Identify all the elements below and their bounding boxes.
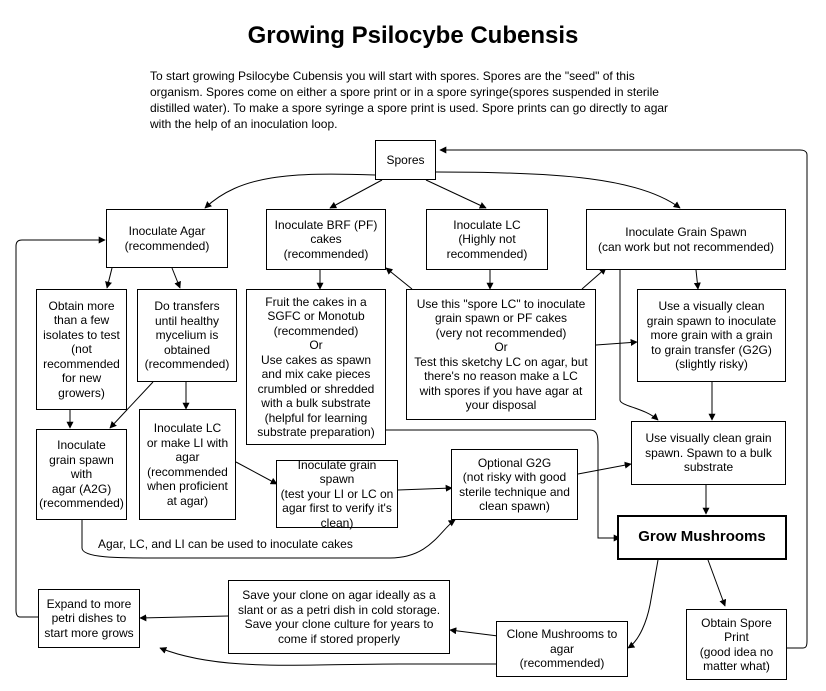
arrow-optional-bulk bbox=[577, 461, 632, 475]
arrow-agar-transfers bbox=[171, 267, 181, 289]
node-inoculate-lc: Inoculate LC (Highly not recommended) bbox=[426, 209, 548, 270]
node-lc-li: Inoculate LC or make LI with agar (recom… bbox=[139, 409, 236, 520]
arrow-fruit-grow bbox=[385, 429, 621, 542]
label-cakes-note: Agar, LC, and LI can be used to inoculat… bbox=[98, 537, 353, 551]
arrow-cakes-optional bbox=[81, 519, 456, 559]
node-spores: Spores bbox=[375, 140, 436, 180]
arrow-grain-bulk bbox=[619, 270, 659, 421]
arrow-expand-agar bbox=[15, 236, 106, 618]
node-spawn-bulk: Use visually clean grain spawn. Spawn to… bbox=[631, 421, 786, 485]
arrow-grain-g2g bbox=[693, 269, 701, 290]
node-expand-dishes: Expand to more petri dishes to start mor… bbox=[38, 589, 140, 648]
node-spore-lc: Use this "spore LC" to inoculate grain s… bbox=[406, 289, 596, 420]
arrow-sporelc-g2g bbox=[595, 338, 638, 346]
arrow-grow-print bbox=[707, 559, 727, 607]
node-optional-g2g: Optional G2G (not risky with good steril… bbox=[451, 449, 578, 520]
arrow-sporelc-brf bbox=[385, 267, 413, 290]
arrow-test-optional bbox=[397, 484, 453, 492]
arrow-lc-test bbox=[235, 461, 278, 485]
node-inoculate-grain: Inoculate Grain Spawn (can work but not … bbox=[586, 209, 786, 270]
page-title: Growing Psilocybe Cubensis bbox=[247, 22, 579, 49]
intro-paragraph: To start growing Psilocybe Cubensis you … bbox=[150, 69, 669, 131]
arrow-print-spores bbox=[439, 146, 808, 649]
arrow-spores-brf bbox=[329, 179, 383, 209]
arrow-clone-expand bbox=[159, 647, 496, 666]
arrow-grow-clone bbox=[627, 559, 659, 649]
arrow-agar-isolates bbox=[105, 267, 113, 289]
node-save-clone: Save your clone on agar ideally as a sla… bbox=[228, 580, 450, 654]
arrow-clone-save bbox=[449, 627, 499, 637]
node-clean-g2g: Use a visually clean grain spawn to inoc… bbox=[637, 289, 786, 382]
arrow-transfers-a2g bbox=[109, 381, 154, 429]
node-inoculate-agar: Inoculate Agar (recommended) bbox=[106, 209, 228, 268]
node-obtain-isolates: Obtain more than a few isolates to test … bbox=[36, 289, 127, 410]
arrow-spores-agar bbox=[204, 173, 376, 209]
node-spore-print: Obtain Spore Print (good idea no matter … bbox=[686, 609, 787, 680]
arrow-sporelc-grain bbox=[581, 267, 607, 290]
node-inoculate-brf: Inoculate BRF (PF) cakes (recommended) bbox=[266, 209, 386, 270]
node-grow-mushrooms: Grow Mushrooms bbox=[617, 515, 787, 560]
node-fruit-cakes: Fruit the cakes in a SGFC or Monotub (re… bbox=[246, 289, 386, 445]
node-clone-mushrooms: Clone Mushrooms to agar (recommended) bbox=[496, 621, 628, 677]
arrow-spores-lc bbox=[425, 179, 487, 209]
arrow-save-expand bbox=[139, 614, 229, 622]
node-a2g: Inoculate grain spawn with agar (A2G) (r… bbox=[36, 429, 127, 520]
node-test-lc-grain: Inoculate grain spawn (test your LI or L… bbox=[276, 458, 398, 530]
arrow-spores-grain bbox=[435, 171, 681, 209]
node-do-transfers: Do transfers until healthy mycelium is o… bbox=[137, 289, 237, 382]
